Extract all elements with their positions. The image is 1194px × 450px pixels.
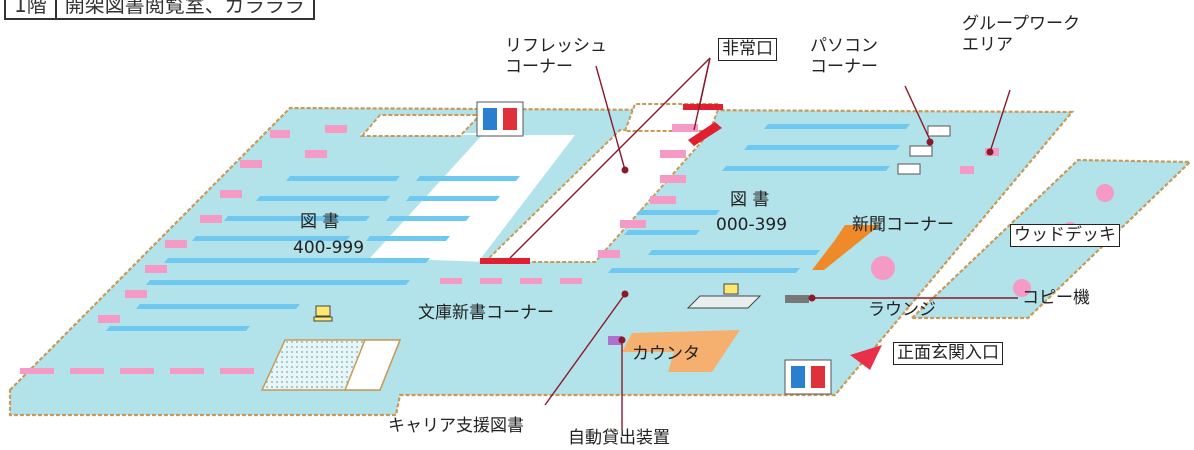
label-newspaper: 新聞コーナー [852, 215, 954, 235]
label-bunko: 文庫新書コーナー [418, 303, 554, 323]
main-floor [8, 103, 1075, 417]
label-wood-deck: ウッドデッキ [1010, 224, 1120, 248]
label-pc-corner: パソコン コーナー [810, 36, 878, 78]
floor-number: 1階 [14, 0, 47, 17]
counter-desk [622, 330, 740, 372]
label-emergency-exit: 非常口 [718, 38, 777, 62]
pc-desks [897, 125, 951, 175]
entry-hall-left [260, 339, 402, 391]
newspaper-rack [812, 225, 880, 270]
label-books-left-range: 400-999 [293, 238, 365, 258]
label-counter: カウンタ [632, 344, 700, 364]
room-name: 開架図書閲覧室、ガラララ [64, 0, 305, 17]
floor-title: 1階 開架図書閲覧室、ガラララ [4, 0, 315, 20]
label-lounge: ラウンジ [868, 300, 936, 320]
label-career: キャリア支援図書 [388, 416, 524, 436]
exit-markers [480, 104, 723, 264]
label-books-right-range: 000-399 [716, 215, 788, 235]
shelves-left [106, 176, 520, 331]
computer-icon [313, 283, 762, 322]
label-copier: コピー機 [1022, 288, 1090, 308]
label-books-right: 図 書 [730, 190, 770, 210]
tables [20, 124, 999, 374]
label-main-entrance: 正面玄関入口 [893, 342, 1003, 366]
auto-lending-machine [608, 336, 622, 345]
shelves-right [608, 124, 910, 273]
leader-lines [509, 57, 1018, 430]
copier-machine [785, 295, 809, 303]
label-auto-lending: 自動貸出装置 [568, 428, 670, 448]
label-group-work: グループワーク エリア [962, 14, 1080, 56]
label-refresh-corner: リフレッシュ コーナー [505, 36, 607, 78]
entrance-arrow-icon [850, 345, 882, 370]
restroom-icon [476, 101, 832, 395]
label-books-left: 図 書 [300, 212, 340, 232]
